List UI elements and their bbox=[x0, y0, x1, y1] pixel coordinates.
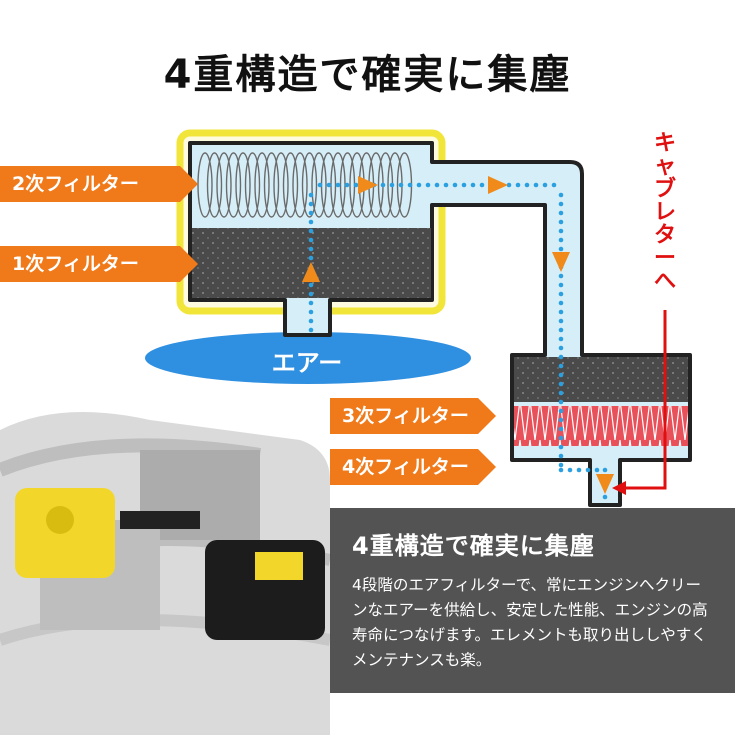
air-label: エアー bbox=[271, 349, 343, 377]
filter1-label: 1次フィルター bbox=[12, 253, 139, 275]
yellow-cap bbox=[15, 488, 115, 578]
air-oval bbox=[145, 332, 471, 384]
carburetor-label: キャブレターへ bbox=[653, 131, 676, 294]
filter2-label: 2次フィルター bbox=[12, 173, 139, 195]
info-panel: 4重構造で確実に集塵 4段階のエアフィルターで、常にエンジンへクリーンなエアーを… bbox=[330, 508, 735, 693]
black-filter-box bbox=[205, 540, 325, 640]
page-title: 4重構造で確実に集塵 bbox=[163, 52, 572, 98]
panel-heading: 4重構造で確実に集塵 bbox=[352, 532, 595, 560]
filter4-label: 4次フィルター bbox=[342, 456, 469, 478]
flow-path bbox=[308, 182, 608, 500]
panel-body: 4段階のエアフィルターで、常にエンジンへクリーンなエアーを供給し、安定した性能、… bbox=[352, 576, 708, 669]
tag-shapes bbox=[0, 166, 496, 485]
carburetor-arrow-icon bbox=[612, 310, 667, 495]
filter3-label: 3次フィルター bbox=[342, 405, 469, 427]
flow-arrow-icon bbox=[302, 176, 614, 494]
